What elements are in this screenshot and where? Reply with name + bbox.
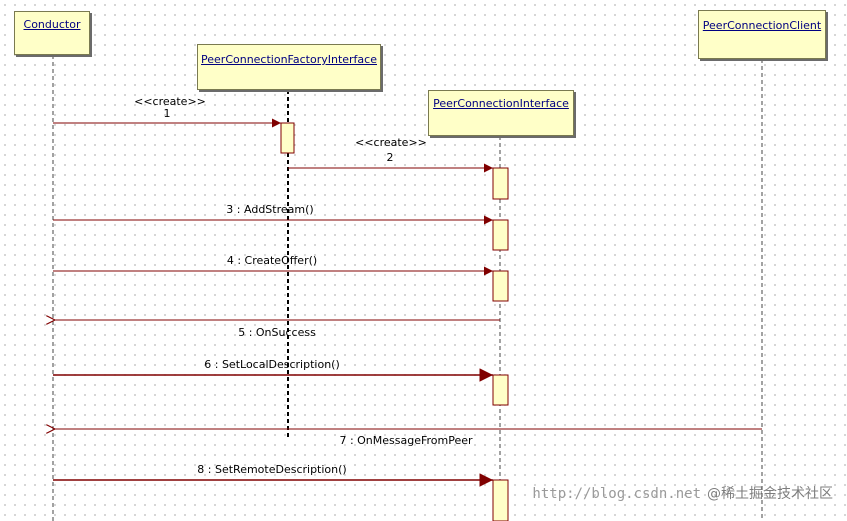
activation-pci-5: [492, 479, 509, 521]
participant-peer-connection-factory: PeerConnectionFactoryInterface: [197, 44, 381, 90]
message-8-label: 8 : SetRemoteDescription(): [197, 463, 347, 476]
activation-pci-1: [492, 167, 509, 200]
message-2-label: 2: [386, 151, 394, 164]
message-1-stereotype: <<create>>: [134, 95, 206, 108]
activation-pci-3: [492, 270, 509, 302]
message-6-label: 6 : SetLocalDescription(): [204, 358, 340, 371]
message-3-label: 3 : AddStream(): [226, 203, 314, 216]
activation-pci-2: [492, 219, 509, 251]
message-5-label: 5 : OnSuccess: [238, 326, 316, 339]
participant-peer-connection-interface: PeerConnectionInterface: [428, 90, 574, 136]
activation-factory: [280, 122, 295, 154]
activation-pci-4: [492, 374, 509, 406]
watermark-brand: @稀土掘金技术社区: [707, 486, 833, 502]
participant-peer-connection-client: PeerConnectionClient: [698, 10, 826, 59]
watermark-url: http://blog.csdn.net: [532, 486, 701, 502]
message-2-stereotype: <<create>>: [355, 136, 427, 149]
watermark: http://blog.csdn.net @稀土掘金技术社区: [532, 483, 833, 503]
message-7-label: 7 : OnMessageFromPeer: [339, 434, 473, 447]
message-1-label: 1: [163, 107, 171, 120]
participant-conductor: Conductor: [14, 11, 90, 55]
message-4-label: 4 : CreateOffer(): [226, 254, 318, 267]
